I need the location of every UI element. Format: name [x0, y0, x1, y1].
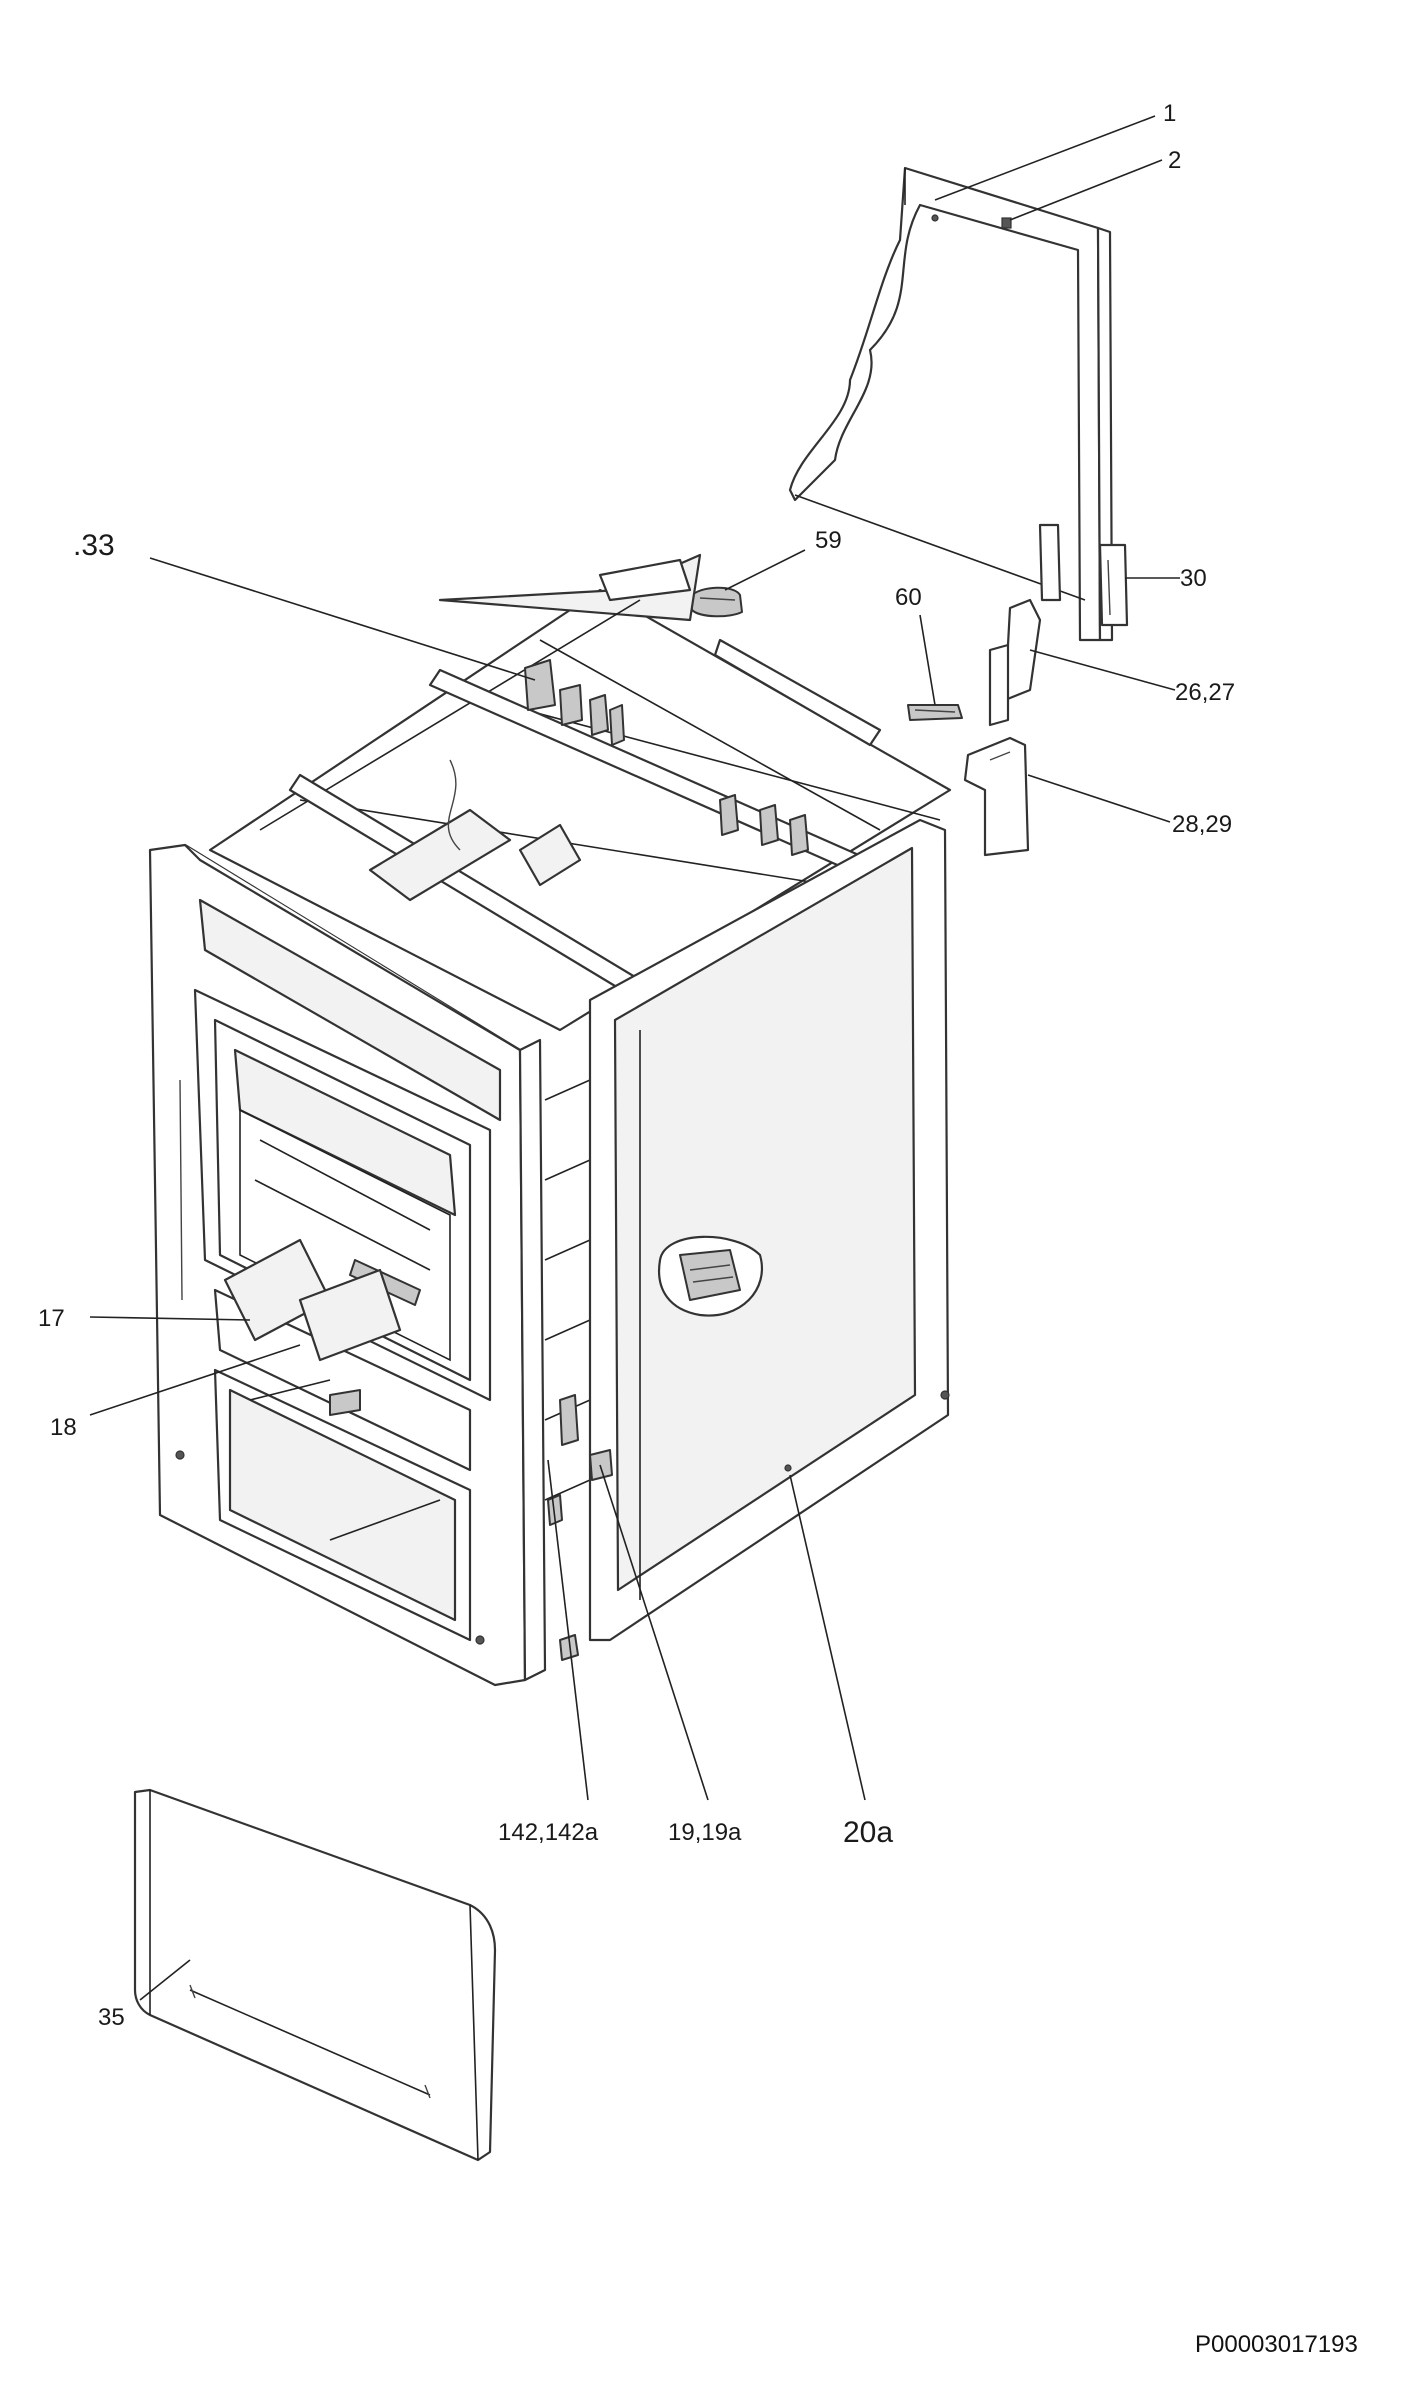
side-hinge-bracket [1098, 543, 1129, 627]
callout-labels: 1 2 .33 59 30 60 26,27 28,29 17 18 142,1… [38, 100, 1235, 2031]
clip-59 [689, 586, 743, 618]
frame-screw [475, 1635, 485, 1645]
hinge-28-29 [963, 736, 1030, 857]
callout-18: 18 [50, 1414, 77, 1441]
callout-33: .33 [73, 529, 115, 562]
rear-panel [788, 166, 1114, 642]
callout-2: 2 [1168, 147, 1181, 174]
front-frame [148, 843, 547, 1687]
oven-frame-top [208, 553, 952, 1032]
hinge-26-27 [988, 598, 1042, 727]
callout-20a: 20a [843, 1816, 893, 1849]
callout-17: 17 [38, 1305, 65, 1332]
callout-19: 19,19a [668, 1819, 742, 1846]
panel-screw [784, 1464, 792, 1472]
callout-60: 60 [895, 584, 922, 611]
callout-30: 30 [1180, 565, 1207, 592]
rear-panel-clip [1001, 217, 1012, 229]
reference-code: P00003017193 [1195, 2331, 1358, 2358]
panel-bracket [1038, 523, 1062, 602]
rear-panel-screw [931, 214, 939, 222]
callout-142: 142,142a [498, 1819, 599, 1846]
panel-screw [940, 1390, 950, 1400]
callout-35: 35 [98, 2004, 125, 2031]
cavity-side-rails [544, 1079, 591, 1661]
callout-28-29: 28,29 [1172, 811, 1232, 838]
frame-screw [175, 1450, 185, 1460]
clip-60 [907, 704, 963, 721]
control-panel-fascia [133, 1788, 497, 2162]
leader-lines [89, 115, 1180, 2001]
callout-26-27: 26,27 [1175, 679, 1235, 706]
callout-1: 1 [1163, 100, 1176, 127]
callout-59: 59 [815, 527, 842, 554]
side-panel [588, 818, 950, 1642]
